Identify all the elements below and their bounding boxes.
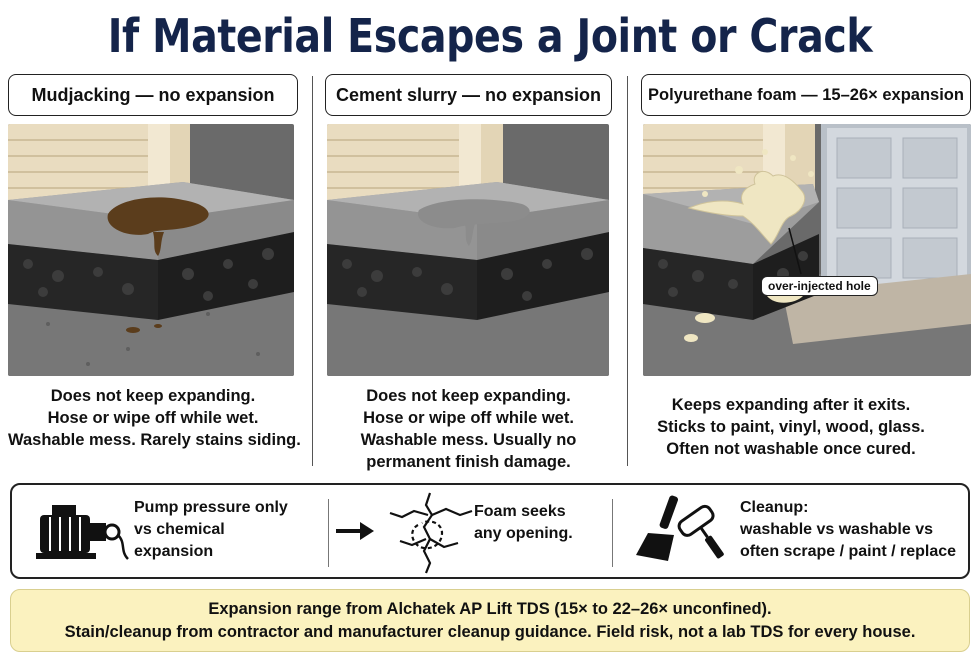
comparison-line: Pump pressure only (134, 499, 288, 516)
comparison-box: Pump pressure only vs chemical expansion… (10, 483, 970, 579)
panel-label-cement-slurry: Cement slurry — no expansion (325, 74, 612, 116)
comparison-text-foam: Foam seeks any opening. (474, 501, 573, 545)
scene-polyurethane-foam (643, 124, 971, 376)
mudjacking-illustration (8, 124, 294, 376)
panel-label-mudjacking: Mudjacking — no expansion (8, 74, 298, 116)
panel-polyurethane-foam: Polyurethane foam — 15–26× expansion (641, 72, 972, 470)
panel-divider-1 (312, 76, 313, 466)
comparison-line: any opening. (474, 525, 573, 542)
caption-line: Does not keep expanding. (366, 387, 571, 405)
cement-slurry-illustration (327, 124, 609, 376)
scene-mudjacking (8, 124, 294, 376)
comparison-divider-2 (612, 499, 613, 567)
caption-line: Washable mess. Rarely stains siding. (8, 431, 301, 449)
caption-mudjacking: Does not keep expanding. Hose or wipe of… (8, 385, 301, 451)
source-note: Expansion range from Alchatek AP Lift TD… (10, 589, 970, 652)
caption-line: Sticks to paint, vinyl, wood, glass. (657, 418, 925, 436)
scraper-roller-icon (628, 493, 728, 574)
over-injected-hole-label: over-injected hole (761, 276, 878, 296)
comparison-text-pump: Pump pressure only vs chemical expansion (134, 497, 288, 563)
panel-mudjacking: Mudjacking — no expansion (8, 72, 308, 470)
comparison-divider-1 (328, 499, 329, 567)
comparison-text-cleanup: Cleanup: washable vs washable vs often s… (740, 497, 956, 563)
caption-polyurethane-foam: Keeps expanding after it exits. Sticks t… (641, 394, 941, 460)
caption-line: Hose or wipe off while wet. (47, 409, 259, 427)
caption-line: Washable mess. Usually no (360, 431, 577, 449)
caption-cement-slurry: Does not keep expanding. Hose or wipe of… (325, 385, 612, 473)
scene-cement-slurry (327, 124, 609, 376)
comparison-line: often scrape / paint / replace (740, 543, 957, 560)
crack-icon (384, 489, 476, 582)
comparison-line: vs chemical (134, 521, 225, 538)
source-note-line: Stain/cleanup from contractor and manufa… (64, 623, 916, 641)
page-title: If Material Escapes a Joint or Crack (107, 9, 873, 63)
panel-cement-slurry: Cement slurry — no expansion Does not ke… (325, 72, 625, 473)
caption-line: Often not washable once cured. (666, 440, 916, 458)
arrow-right-icon (332, 519, 376, 548)
comparison-line: Foam seeks (474, 503, 566, 520)
source-note-line: Expansion range from Alchatek AP Lift TD… (208, 600, 772, 618)
panel-divider-2 (627, 76, 628, 466)
polyurethane-foam-illustration (643, 124, 971, 376)
caption-line: Keeps expanding after it exits. (671, 396, 911, 414)
comparison-line: washable vs washable vs (740, 521, 933, 538)
comparison-line: Cleanup: (740, 499, 809, 516)
caption-line: permanent finish damage. (366, 453, 571, 471)
panel-label-polyurethane-foam: Polyurethane foam — 15–26× expansion (641, 74, 971, 116)
pump-icon (32, 501, 132, 568)
caption-line: Does not keep expanding. (50, 387, 256, 405)
caption-line: Hose or wipe off while wet. (363, 409, 574, 427)
comparison-line: expansion (134, 543, 214, 560)
